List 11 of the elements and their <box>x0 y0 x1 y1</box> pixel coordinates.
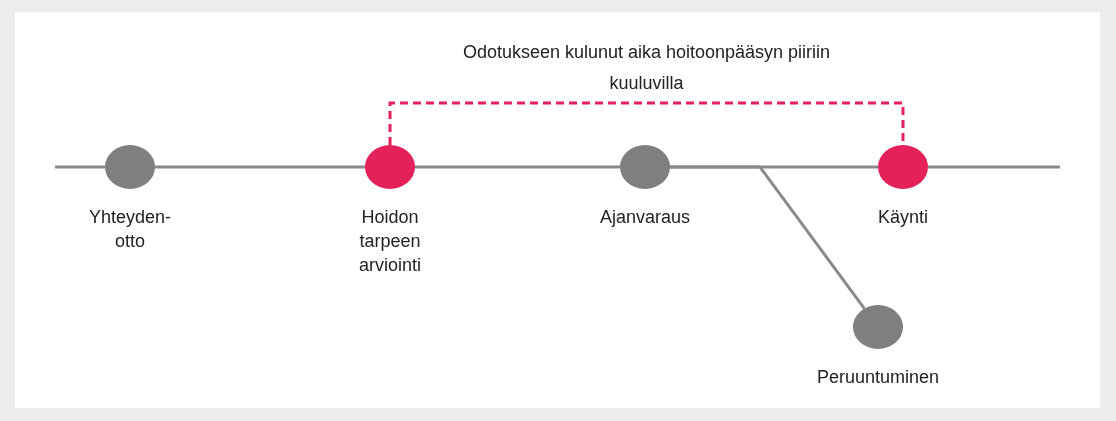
step-label: Hoidon tarpeen arviointi <box>358 206 422 277</box>
step-label: Peruuntuminen <box>815 366 941 389</box>
timeline-line <box>415 165 620 169</box>
timeline-line <box>670 165 866 310</box>
timeline-line <box>928 165 1060 169</box>
dashed-bracket-line <box>388 101 905 145</box>
step-label: Yhteyden-otto <box>87 206 173 253</box>
timeline-line <box>155 165 365 169</box>
timeline-line <box>55 165 105 169</box>
step-label: Käynti <box>877 206 929 229</box>
step-label: Ajanvaraus <box>598 206 692 229</box>
